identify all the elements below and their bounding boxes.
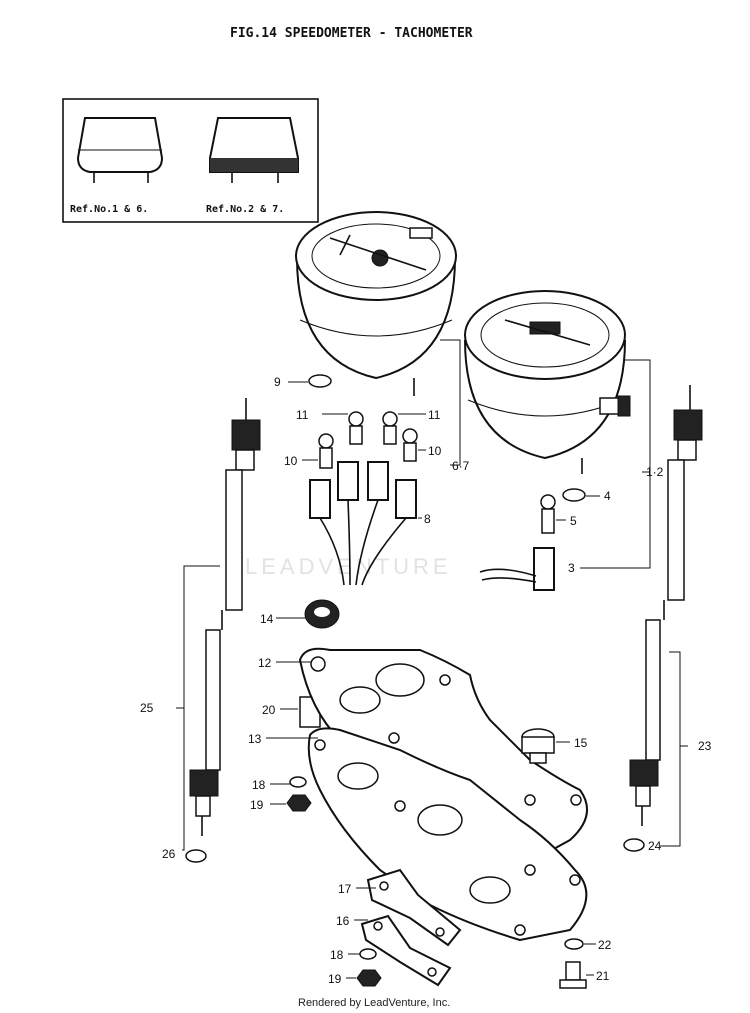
- gasket-13: [307, 727, 588, 942]
- bracket-17: [366, 868, 462, 947]
- callout-1-2: 1·2: [646, 465, 664, 479]
- inset-label-left: Ref.No.1 & 6.: [70, 204, 148, 215]
- inset-meter-plain: [76, 117, 164, 183]
- callout-23: 23: [698, 739, 712, 753]
- callout-19-lower: 19: [328, 972, 342, 986]
- callout-20: 20: [262, 703, 276, 717]
- bulbs-group: [309, 411, 418, 586]
- footer-credit: Rendered by LeadVenture, Inc.: [298, 997, 450, 1009]
- cap-26: [185, 849, 207, 863]
- callout-6-7: 6·7: [452, 459, 470, 473]
- callout-17: 17: [338, 882, 352, 896]
- leader-lines: [176, 339, 688, 979]
- callout-11-right: 11: [428, 408, 441, 422]
- washer-22: [564, 938, 584, 950]
- bulb-10-left: [318, 433, 334, 469]
- cable-23-tachometer: [629, 385, 703, 826]
- callout-8: 8: [424, 512, 431, 526]
- bulb-sockets: [309, 461, 417, 519]
- cushion-15: [521, 728, 555, 764]
- callout-13: 13: [248, 732, 262, 746]
- cap-24: [623, 838, 645, 852]
- callout-18-upper: 18: [252, 778, 266, 792]
- inset-box: Ref.No.1 & 6. Ref.No.2 & 7.: [62, 98, 319, 223]
- mounting-bracket-12: [298, 647, 589, 864]
- bulb-11-left: [348, 411, 364, 445]
- callout-22: 22: [598, 938, 612, 952]
- callout-11-left: 11: [296, 408, 309, 422]
- callout-21: 21: [596, 969, 610, 983]
- callout-labels: 9 11 11 10 10 6·7 8 1·2 4 5 3 14 12 25 2…: [140, 375, 712, 986]
- cable-25-speedometer: [189, 398, 261, 836]
- callout-26: 26: [162, 847, 176, 861]
- callout-5: 5: [570, 514, 577, 528]
- washer-4: [562, 488, 586, 502]
- callout-24: 24: [648, 839, 662, 853]
- inset-meter-ribbed: [209, 117, 299, 183]
- bulb-11-right: [382, 411, 398, 445]
- washer-9: [308, 374, 332, 388]
- callout-10-right: 10: [428, 444, 442, 458]
- callout-14: 14: [260, 612, 274, 626]
- callout-12: 12: [258, 656, 272, 670]
- inset-label-right: Ref.No.2 & 7.: [206, 204, 284, 215]
- washer-18-lower: [359, 948, 377, 960]
- callout-3: 3: [568, 561, 575, 575]
- bolt-21: [559, 961, 587, 989]
- bulb-5: [540, 494, 556, 534]
- callout-16: 16: [336, 914, 350, 928]
- callout-18-lower: 18: [330, 948, 344, 962]
- washer-18-upper: [289, 776, 307, 788]
- callout-9: 9: [274, 375, 281, 389]
- tachometer-housing: [464, 290, 631, 474]
- nut-19-upper: [286, 794, 312, 812]
- figure-title: FIG.14 SPEEDOMETER - TACHOMETER: [230, 26, 473, 41]
- speedometer-housing: [295, 211, 457, 396]
- callout-10-left: 10: [284, 454, 298, 468]
- socket-3: [479, 547, 555, 591]
- bracket-16: [360, 914, 452, 987]
- callout-25: 25: [140, 701, 154, 715]
- inset-frame: [62, 98, 319, 223]
- nut-19-lower: [356, 969, 382, 987]
- bulb-10-right: [402, 428, 418, 462]
- callout-15: 15: [574, 736, 588, 750]
- watermark: LEADVENTURE: [245, 554, 452, 579]
- callout-4: 4: [604, 489, 611, 503]
- callout-19-upper: 19: [250, 798, 264, 812]
